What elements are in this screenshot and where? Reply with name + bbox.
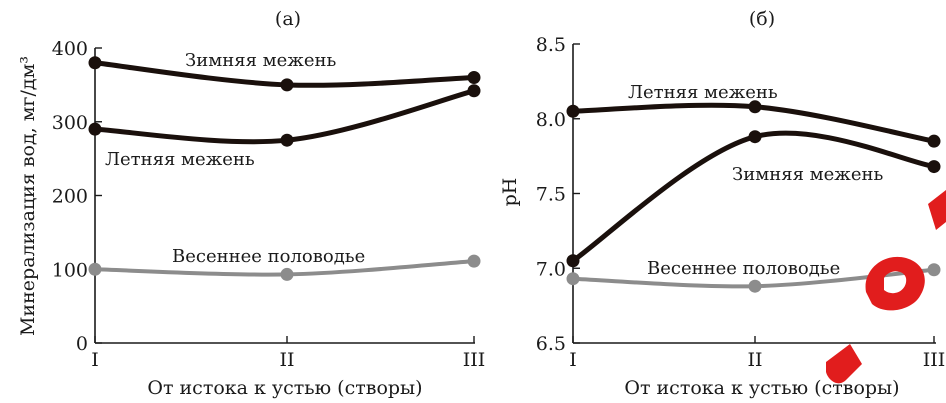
panel-b-label-winter: Зимняя межень <box>732 164 884 185</box>
panel-a-series-2-point-1 <box>280 267 294 281</box>
panel-b-label-spring: Весеннее половодье <box>647 258 840 279</box>
panel-a-ytick-label-0: 0 <box>76 333 88 355</box>
panel-a-xtick-label-1: II <box>279 349 294 371</box>
panel-a-series-line-1 <box>92 88 477 145</box>
panel-b-series-0-point-2 <box>927 134 941 148</box>
panel-a-xtick-label-0: I <box>91 349 99 371</box>
panel-b-series-2-point-0 <box>566 272 580 286</box>
panel-a-series-0-point-2 <box>467 71 481 84</box>
panel-a-ytick-label-4: 400 <box>52 38 88 60</box>
panel-a-y-ticks: 0 100 200 300 400 <box>52 38 102 355</box>
panel-a-label-spring: Весеннее половодье <box>172 246 365 267</box>
panel-b-title: (б) <box>749 8 775 30</box>
panel-a-series-2-point-2 <box>467 254 481 268</box>
panel-b-series-1-point-0 <box>566 254 580 268</box>
watermark-shape-3 <box>826 344 862 384</box>
watermark-shape-2 <box>865 256 925 311</box>
panel-b-ytick-label-4: 8.5 <box>536 34 566 56</box>
panel-b-ytick-label-0: 6.5 <box>536 333 566 355</box>
panel-a-series-0-point-1 <box>280 78 294 92</box>
panel-a-y-axis-title: Минерализация вод, мг/дм³ <box>17 56 39 336</box>
watermark-shape-1 <box>928 190 946 230</box>
panel-a-series-2-point-0 <box>88 262 102 276</box>
panel-a-label-summer: Летняя межень <box>105 149 255 170</box>
panel-a-series-0-point-0 <box>88 56 102 70</box>
panel-b-series-line-1 <box>570 130 937 264</box>
panel-b-xtick-label-1: II <box>747 349 762 371</box>
panel-a-x-axis-title: От истока к устью (створы) <box>147 377 422 399</box>
panel-b-series-0-point-1 <box>748 100 762 114</box>
panel-b-x-axis-title: От истока к устью (створы) <box>624 377 899 399</box>
panel-b-series-1-point-2 <box>927 160 941 174</box>
panel-b-series-2-point-1 <box>748 279 762 293</box>
panel-a-series-1-point-1 <box>280 133 294 147</box>
panel-a-series-1-point-2 <box>467 84 481 98</box>
panel-b-ytick-label-1: 7.0 <box>536 258 566 280</box>
panel-b-y-axis-title: pH <box>499 178 521 207</box>
panel-a-xtick-label-2: III <box>463 349 486 371</box>
panel-a-ytick-label-1: 100 <box>52 259 88 281</box>
watermark-decoration <box>826 190 946 384</box>
panel-b-series <box>566 100 941 293</box>
panel-b-xtick-label-0: I <box>569 349 577 371</box>
panel-b-xtick-label-2: III <box>923 349 946 371</box>
panel-a-title: (а) <box>275 8 301 30</box>
panel-b-ytick-label-2: 7.5 <box>536 184 566 206</box>
panel-a-ytick-label-2: 200 <box>52 186 88 208</box>
panel-b-series-0-point-0 <box>566 104 580 118</box>
panel-b-series-2-point-2 <box>927 263 941 277</box>
panel-a-ytick-label-3: 300 <box>52 112 88 134</box>
panel-b-y-ticks: 6.5 7.0 7.5 8.0 8.5 <box>536 34 580 355</box>
panel-a-series <box>88 56 481 281</box>
panel-a-label-winter: Зимняя межень <box>185 50 337 71</box>
panel-b-label-summer: Летняя межень <box>628 82 778 103</box>
panel-b-series-1-point-1 <box>748 130 762 144</box>
panel-b-ytick-label-3: 8.0 <box>536 109 566 131</box>
panel-a-series-1-point-0 <box>88 122 102 136</box>
